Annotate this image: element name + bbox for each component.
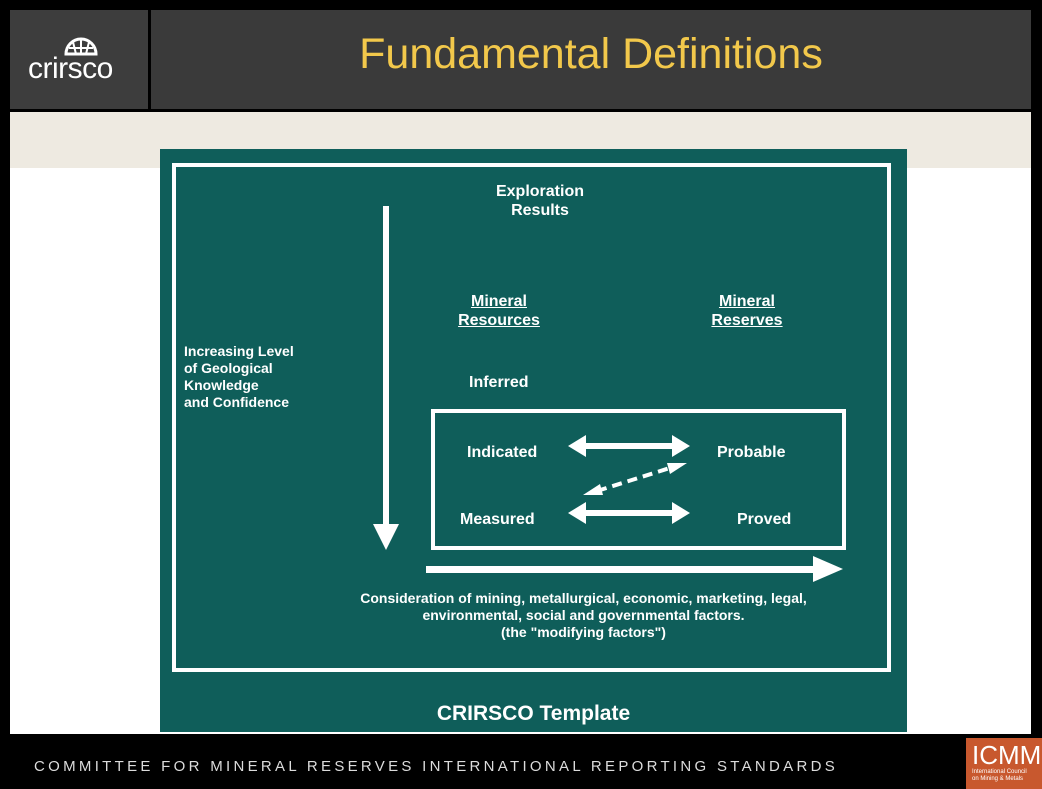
diagram-frame (172, 163, 891, 672)
crirsco-diagram: Exploration Results Mineral Resources Mi… (160, 149, 907, 732)
icmm-logo: ICMM International Council on Mining & M… (966, 738, 1042, 789)
confidence-arrow-head (373, 524, 399, 550)
footer: COMMITTEE FOR MINERAL RESERVES INTERNATI… (0, 734, 1042, 789)
page-title: Fundamental Definitions (359, 30, 823, 78)
exploration-results-label: Exploration Results (495, 183, 584, 219)
modifying-factors-text: Consideration of mining, metallurgical, … (360, 590, 807, 640)
modifying-factors-arrow-head (813, 556, 843, 582)
mineral-resources-heading: Mineral Resources (458, 293, 540, 329)
title-bar: Fundamental Definitions (151, 10, 1031, 109)
indicated-probable-arrow (568, 435, 690, 457)
proved-label: Proved (737, 511, 792, 528)
globe-dome-icon (64, 37, 98, 56)
measured-label: Measured (460, 511, 535, 528)
confidence-label: Increasing Level of Geological Knowledge… (184, 343, 294, 410)
icmm-logo-text: ICMM (972, 740, 1042, 770)
modifying-factors-arrow-shaft (426, 566, 816, 573)
template-label: CRIRSCO Template (436, 702, 631, 725)
probable-label: Probable (717, 444, 786, 461)
footer-text: COMMITTEE FOR MINERAL RESERVES INTERNATI… (34, 758, 839, 775)
indicated-proved-dashed-arrow (583, 463, 687, 495)
crirsco-logo: crirsco (10, 10, 148, 109)
logo-text: crirsco (28, 52, 113, 85)
indicated-label: Indicated (467, 444, 538, 461)
icmm-logo-subtext: International Council on Mining & Metals (972, 769, 1027, 782)
measured-proved-arrow (568, 502, 690, 524)
mineral-reserves-heading: Mineral Reserves (711, 293, 783, 329)
header: crirsco Fundamental Definitions (0, 0, 1042, 109)
confidence-arrow-shaft (383, 206, 389, 526)
resource-reserve-box (431, 409, 846, 550)
inferred-label: Inferred (469, 374, 529, 391)
